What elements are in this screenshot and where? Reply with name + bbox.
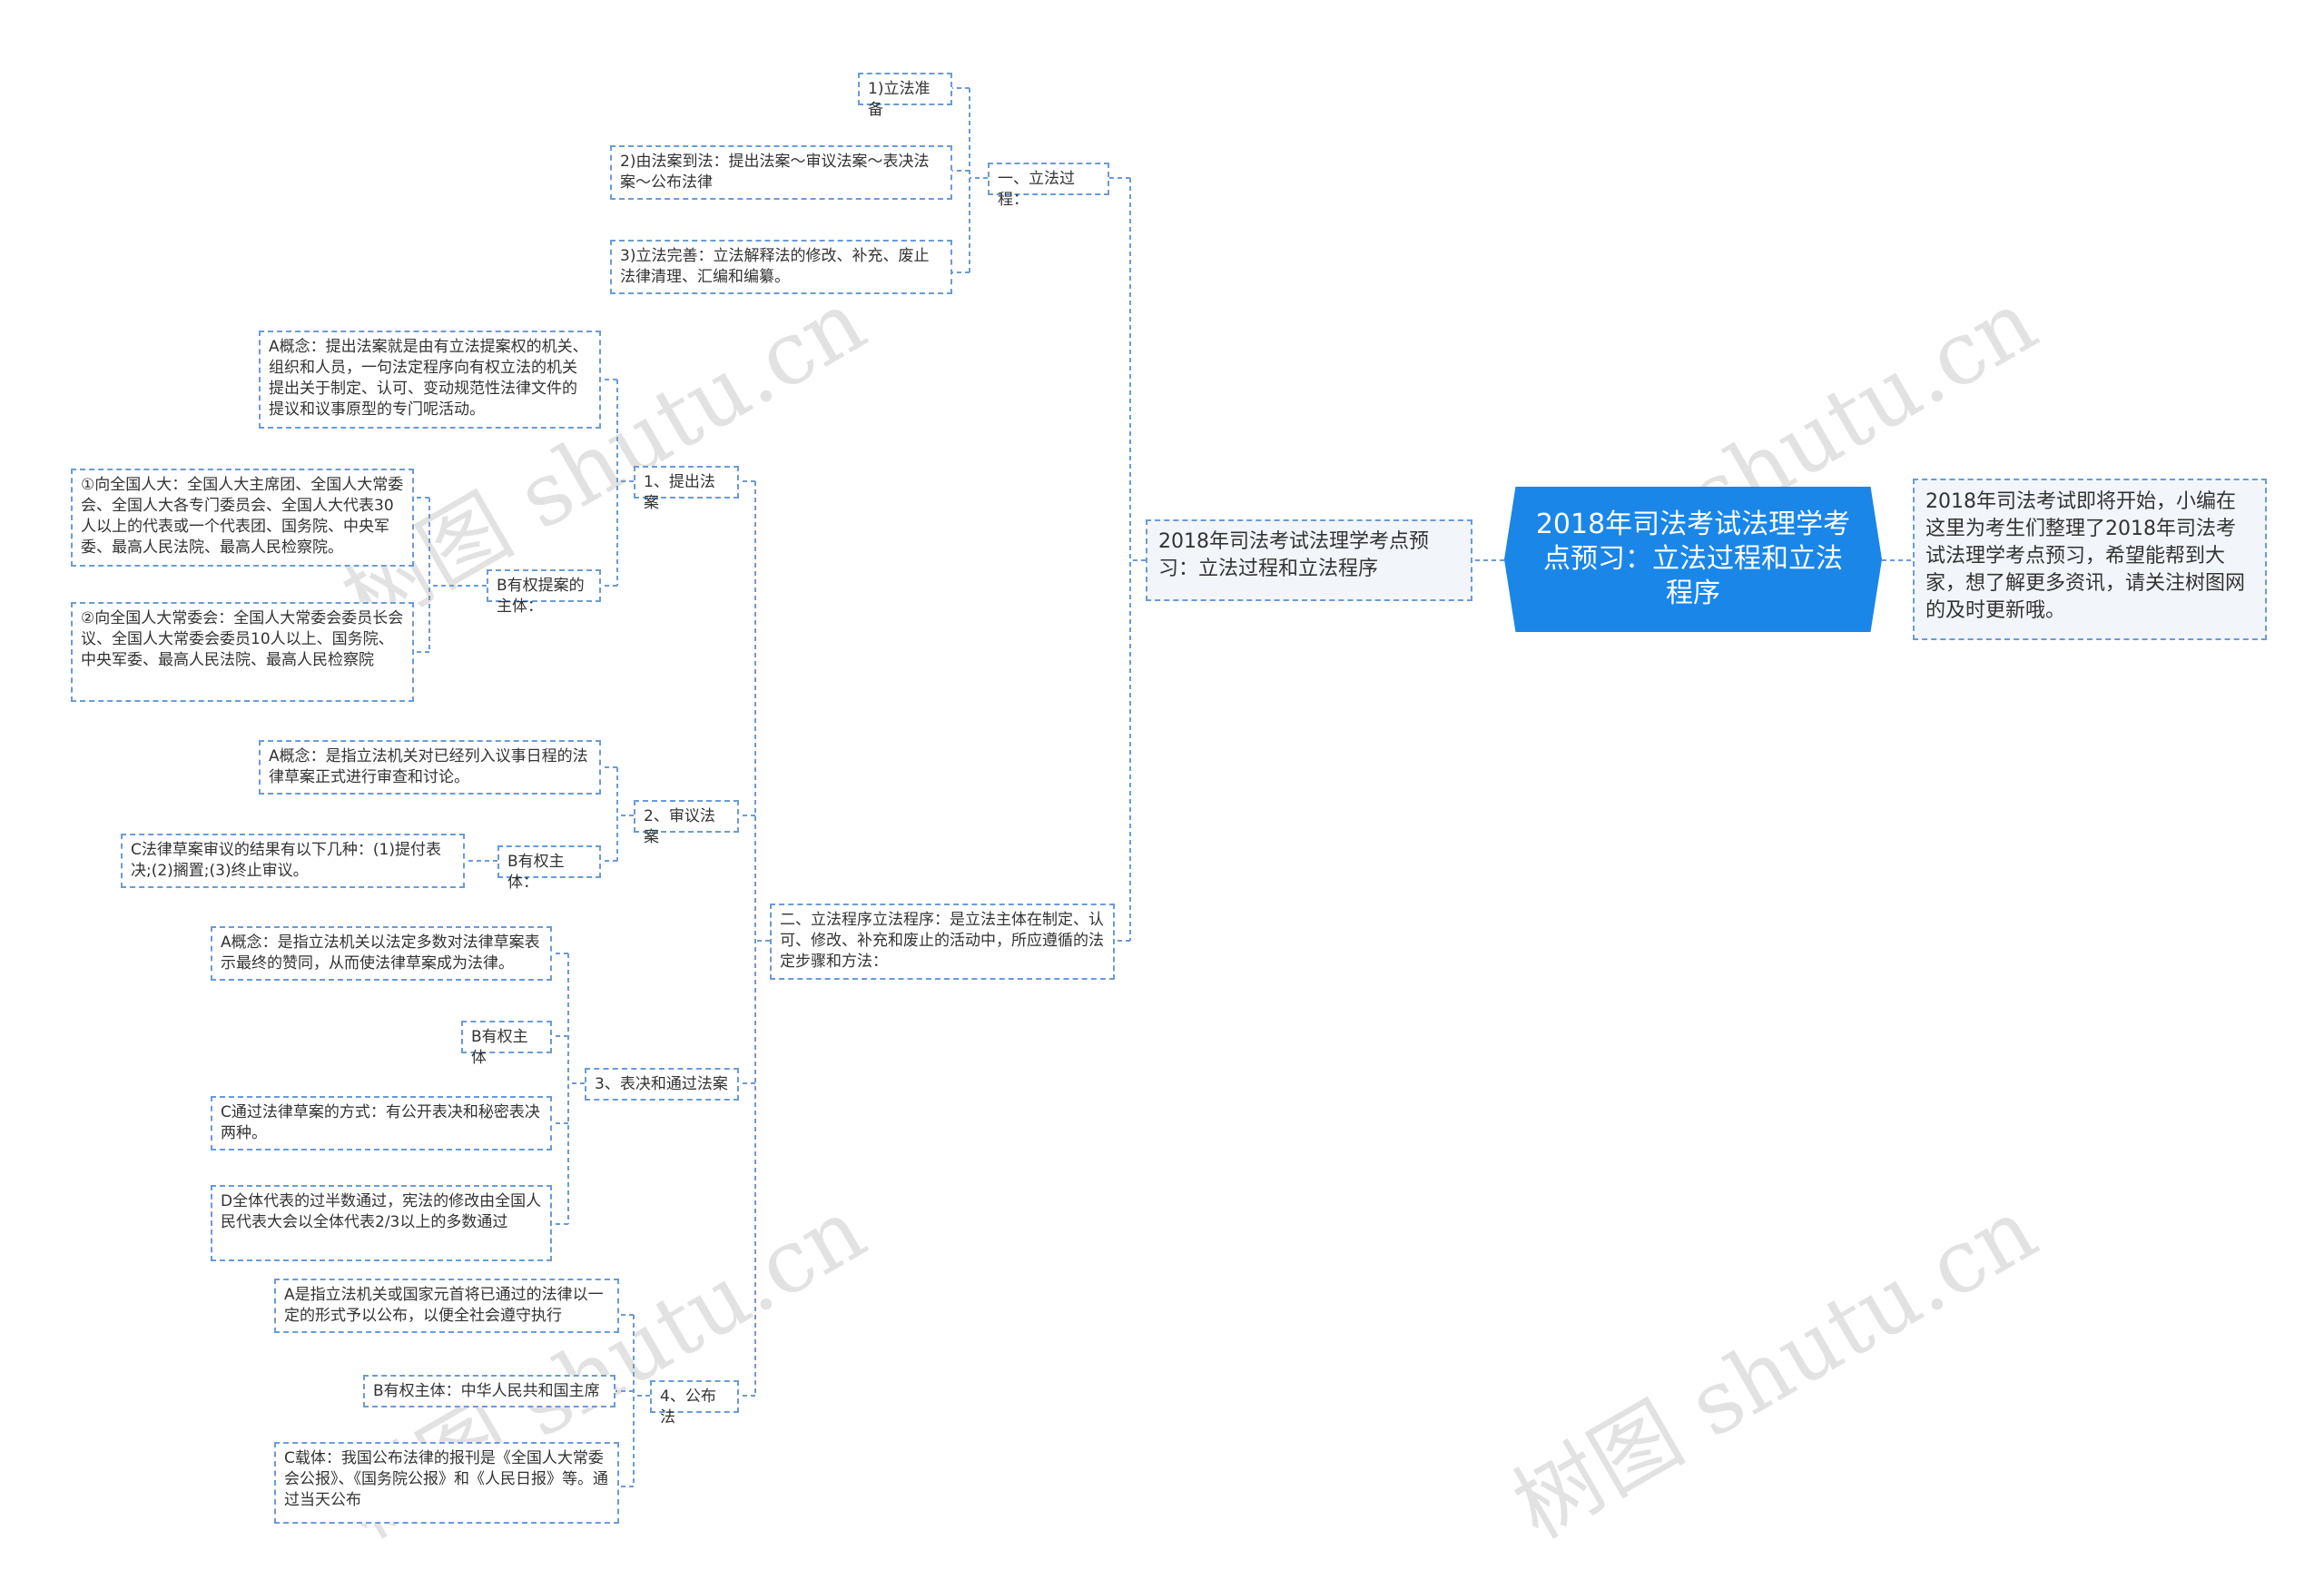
propose-npc[interactable]: ①向全国人大：全国人大主席团、全国人大常委会、全国人大各专门委员会、全国人大代表… [71,469,414,567]
vote-subject[interactable]: B有权主体 [461,1021,552,1067]
vote-concept[interactable]: A概念：是指立法机关以法定多数对法律草案表示最终的赞同，从而使法律草案成为法律。 [211,926,552,981]
process-node[interactable]: 一、立法过程： [988,163,1109,209]
branch-topic[interactable]: 2018年司法考试法理学考点预习：立法过程和立法程序 [1146,519,1472,601]
process-item[interactable]: 3)立法完善：立法解释法的修改、补充、废止法律清理、汇编和编纂。 [610,240,952,294]
procedure-node[interactable]: 二、立法程序立法程序：是立法主体在制定、认可、修改、补充和废止的活动中，所应遵循… [770,904,1115,980]
vote-majority[interactable]: D全体代表的过半数通过，宪法的修改由全国人民代表大会以全体代表2/3以上的多数通… [211,1185,552,1261]
propose-concept[interactable]: A概念：提出法案就是由有立法提案权的机关、组织和人员，一句法定程序向有权立法的机… [259,331,601,429]
vote-node[interactable]: 3、表决和通过法案 [585,1068,739,1101]
propose-node[interactable]: 1、提出法案 [634,466,739,512]
propose-npcsc[interactable]: ②向全国人大常委会：全国人大常委会委员长会议、全国人大常委会委员10人以上、国务… [71,602,414,702]
review-node[interactable]: 2、审议法案 [634,800,739,846]
process-item[interactable]: 1)立法准备 [858,73,952,119]
promulgate-node[interactable]: 4、公布法 [650,1380,739,1427]
intro-note[interactable]: 2018年司法考试即将开始，小编在这里为考生们整理了2018年司法考试法理学考点… [1913,479,2267,640]
vote-method[interactable]: C通过法律草案的方式：有公开表决和秘密表决两种。 [211,1096,552,1151]
review-concept[interactable]: A概念：是指立法机关对已经列入议事日程的法律草案正式进行审查和讨论。 [259,740,601,795]
propose-subject[interactable]: B有权提案的主体： [487,569,601,616]
promulgate-carrier[interactable]: C载体：我国公布法律的报刊是《全国人大常委会公报》、《国务院公报》和《人民日报》… [274,1442,619,1524]
review-subject[interactable]: B有权主体： [497,845,601,892]
review-result[interactable]: C法律草案审议的结果有以下几种：(1)提付表决;(2)搁置;(3)终止审议。 [121,834,465,888]
root-topic[interactable]: 2018年司法考试法理学考点预习：立法过程和立法程序 [1504,487,1882,632]
promulgate-subject[interactable]: B有权主体：中华人民共和国主席 [363,1375,615,1407]
promulgate-concept[interactable]: A是指立法机关或国家元首将已通过的法律以一定的形式予以公布，以便全社会遵守执行 [274,1279,619,1333]
process-item[interactable]: 2)由法案到法：提出法案～审议法案～表决法案～公布法律 [610,145,952,200]
